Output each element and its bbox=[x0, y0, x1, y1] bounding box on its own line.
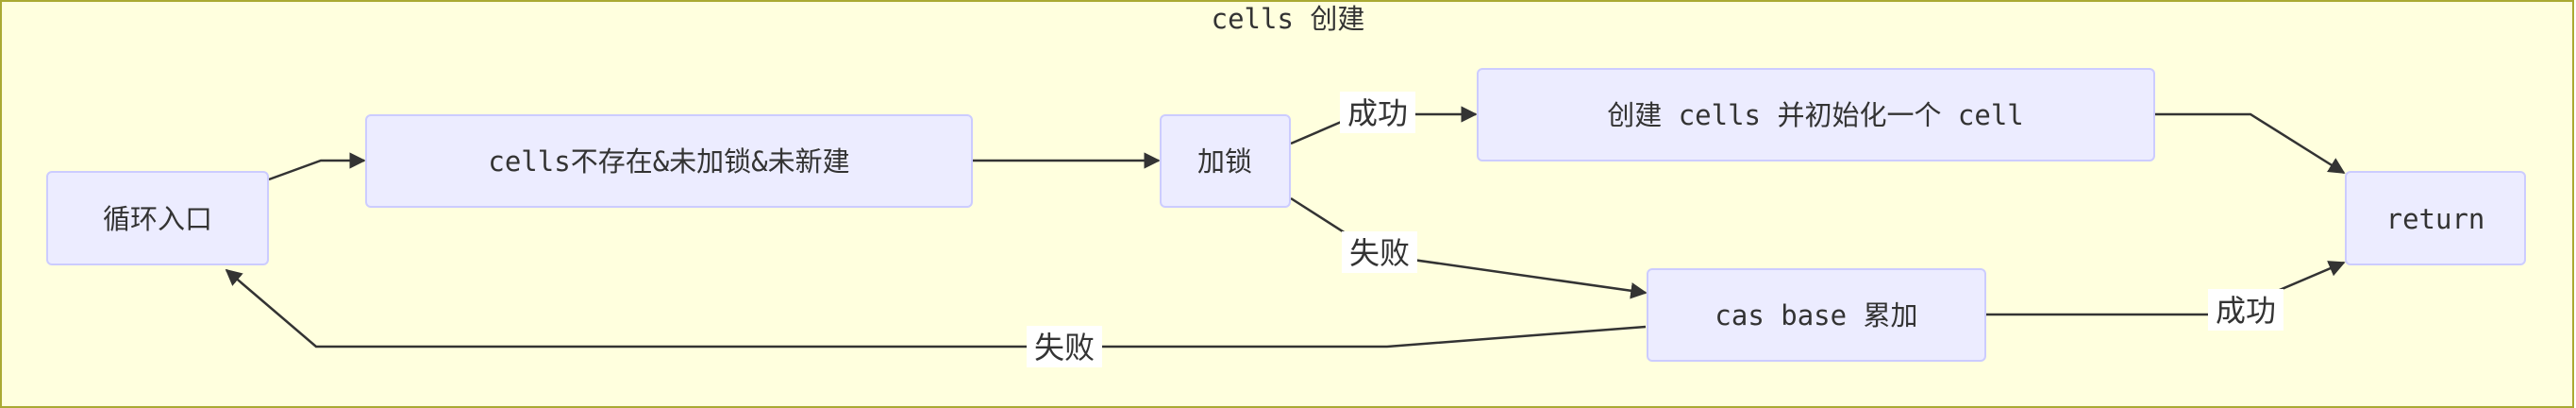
node-label: 创建 cells 并初始化一个 cell bbox=[1607, 99, 2024, 131]
node-label: 加锁 bbox=[1197, 145, 1252, 178]
edge-label-text: 成功 bbox=[1347, 95, 1408, 131]
edge-label-lock-success: 成功 bbox=[1340, 92, 1415, 133]
node-lock[interactable]: 加锁 bbox=[1160, 114, 1291, 208]
node-label: return bbox=[2386, 203, 2485, 235]
edge-entry-to-check bbox=[268, 152, 366, 181]
edge-label-cas-fail: 失败 bbox=[1027, 326, 1102, 367]
edge-create-to-return bbox=[2154, 112, 2346, 175]
node-label: cells不存在&未加锁&未新建 bbox=[488, 145, 849, 178]
node-create-cells[interactable]: 创建 cells 并初始化一个 cell bbox=[1477, 68, 2155, 162]
subgraph-title: cells 创建 bbox=[1212, 3, 1365, 35]
node-label: cas base 累加 bbox=[1715, 299, 1917, 332]
node-return[interactable]: return bbox=[2345, 171, 2526, 265]
edge-cas-to-entry bbox=[225, 268, 1647, 348]
edge-label-text: 失败 bbox=[1349, 235, 1410, 271]
edge-label-text: 成功 bbox=[2216, 293, 2276, 329]
node-cells-check[interactable]: cells不存在&未加锁&未新建 bbox=[365, 114, 973, 208]
edge-label-lock-fail: 失败 bbox=[1342, 231, 1417, 273]
edge-label-text: 失败 bbox=[1034, 330, 1095, 366]
node-label: 循环入口 bbox=[103, 203, 212, 235]
node-loop-entry[interactable]: 循环入口 bbox=[46, 171, 269, 265]
node-cas-base[interactable]: cas base 累加 bbox=[1647, 268, 1986, 362]
edge-label-cas-success: 成功 bbox=[2208, 289, 2283, 331]
